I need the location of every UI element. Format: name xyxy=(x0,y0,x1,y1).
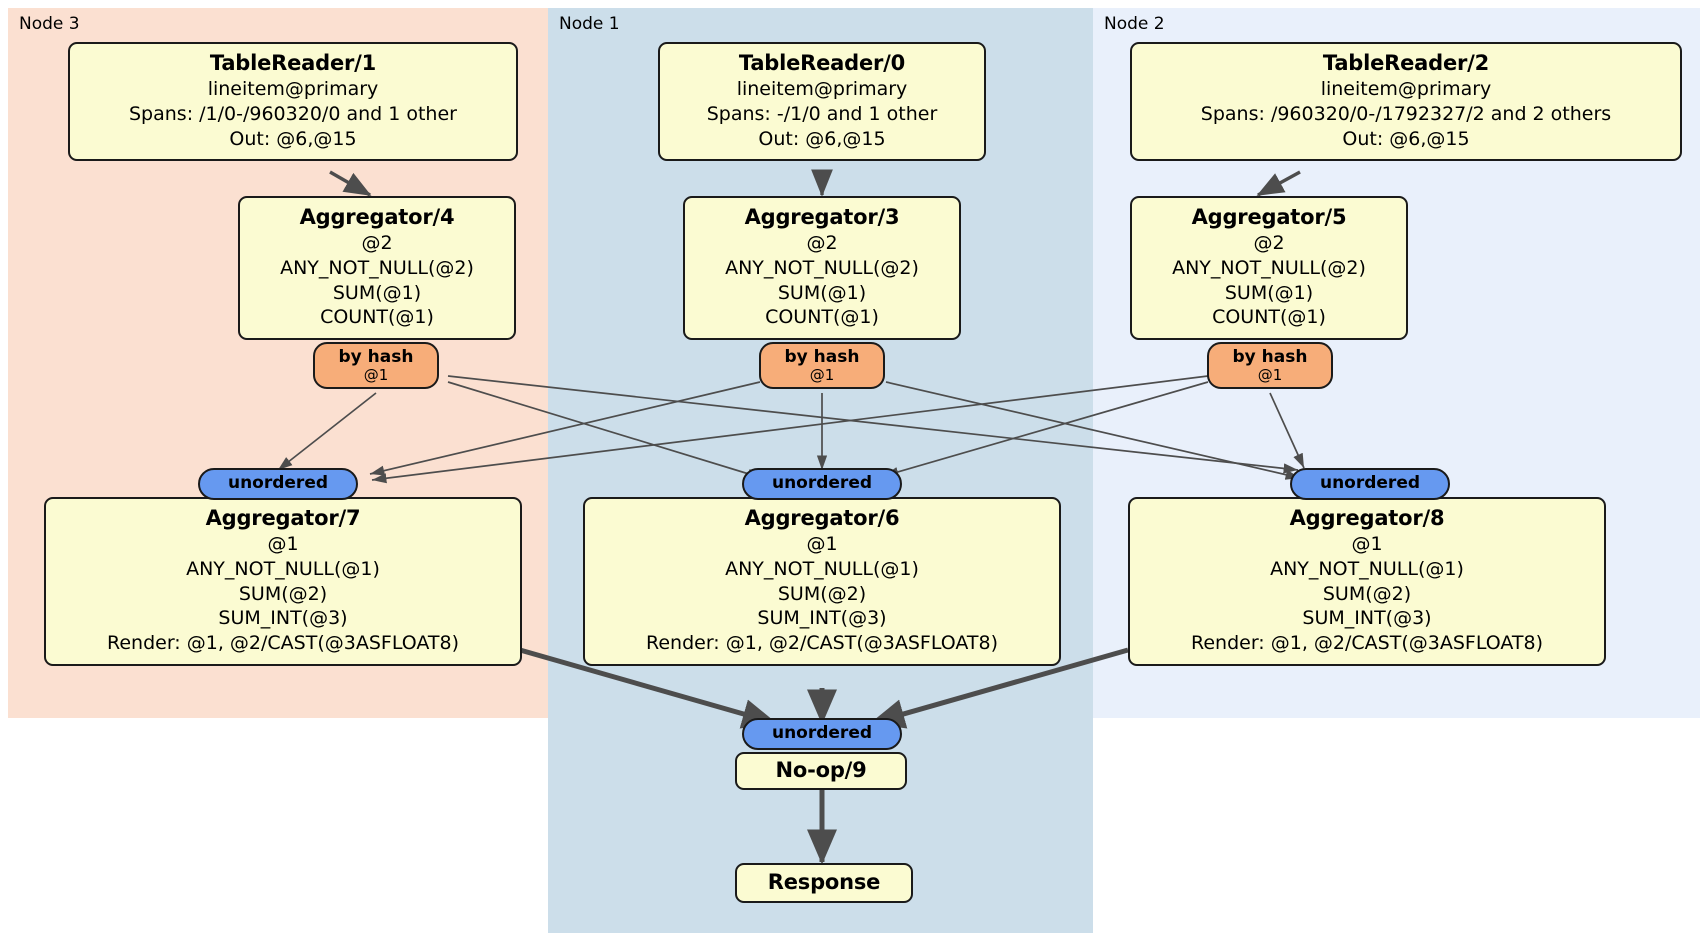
processor-detail-agg-3: SUM_INT(@3) xyxy=(218,607,348,630)
processor-detail-out: Out: @6,@15 xyxy=(758,127,886,150)
processor-title: Aggregator/7 xyxy=(205,506,361,530)
processor-detail-spans: Spans: /960320/0-/1792327/2 and 2 others xyxy=(1200,102,1612,125)
processor-detail-out: Out: @6,@15 xyxy=(229,127,357,150)
processor-detail-render: Render: @1, @2/CAST(@3ASFLOAT8) xyxy=(1191,632,1543,655)
processor-aggregator-4[interactable]: Aggregator/4 @2 ANY_NOT_NULL(@2) SUM(@1)… xyxy=(238,196,516,341)
processor-detail-agg-1: ANY_NOT_NULL(@1) xyxy=(186,557,380,580)
router-key: @1 xyxy=(363,366,389,385)
processor-detail-agg-3: COUNT(@1) xyxy=(320,306,434,329)
processor-detail-spans: Spans: -/1/0 and 1 other xyxy=(706,102,938,125)
processor-detail-agg-1: ANY_NOT_NULL(@2) xyxy=(280,256,474,279)
router-title: by hash xyxy=(784,347,860,367)
processor-detail-agg-1: ANY_NOT_NULL(@1) xyxy=(1270,557,1464,580)
processor-detail-agg-3: SUM_INT(@3) xyxy=(1302,607,1432,630)
processor-no-op-9[interactable]: No-op/9 xyxy=(735,752,907,790)
processor-tablereader-1[interactable]: TableReader/1 lineitem@primary Spans: /1… xyxy=(68,42,518,162)
processor-detail-agg-3: SUM_INT(@3) xyxy=(757,607,887,630)
processor-detail-agg-1: ANY_NOT_NULL(@2) xyxy=(725,256,919,279)
processor-aggregator-6[interactable]: Aggregator/6 @1 ANY_NOT_NULL(@1) SUM(@2)… xyxy=(583,497,1061,666)
router-title: by hash xyxy=(1232,347,1308,367)
processor-detail-agg-1: ANY_NOT_NULL(@2) xyxy=(1172,256,1366,279)
processor-detail-groupby: @1 xyxy=(267,533,299,556)
router-key: @1 xyxy=(1257,366,1283,385)
synchronizer-title: unordered xyxy=(771,473,873,493)
processor-detail-agg-3: COUNT(@1) xyxy=(765,306,879,329)
processor-aggregator-5[interactable]: Aggregator/5 @2 ANY_NOT_NULL(@2) SUM(@1)… xyxy=(1130,196,1408,341)
processor-title: TableReader/1 xyxy=(209,51,377,75)
processor-detail-out: Out: @6,@15 xyxy=(1342,127,1470,150)
node-region-label-node-3: Node 3 xyxy=(19,14,80,34)
router-by-hash-aggregator-4[interactable]: by hash @1 xyxy=(313,342,439,389)
processor-title: Aggregator/4 xyxy=(299,205,455,229)
processor-detail-groupby: @2 xyxy=(361,232,393,255)
processor-aggregator-3[interactable]: Aggregator/3 @2 ANY_NOT_NULL(@2) SUM(@1)… xyxy=(683,196,961,341)
processor-detail-agg-3: COUNT(@1) xyxy=(1212,306,1326,329)
processor-tablereader-0[interactable]: TableReader/0 lineitem@primary Spans: -/… xyxy=(658,42,986,162)
processor-title: TableReader/2 xyxy=(1322,51,1490,75)
synchronizer-title: unordered xyxy=(227,473,329,493)
processor-detail-agg-2: SUM(@2) xyxy=(238,582,328,605)
processor-title: Aggregator/6 xyxy=(744,506,900,530)
processor-detail-table: lineitem@primary xyxy=(207,78,379,101)
processor-detail-agg-2: SUM(@2) xyxy=(1322,582,1412,605)
processor-detail-agg-2: SUM(@1) xyxy=(1224,281,1314,304)
processor-detail-groupby: @2 xyxy=(806,232,838,255)
processor-tablereader-2[interactable]: TableReader/2 lineitem@primary Spans: /9… xyxy=(1130,42,1682,162)
synchronizer-title: unordered xyxy=(771,723,873,743)
processor-aggregator-8[interactable]: Aggregator/8 @1 ANY_NOT_NULL(@1) SUM(@2)… xyxy=(1128,497,1606,666)
processor-detail-spans: Spans: /1/0-/960320/0 and 1 other xyxy=(129,102,457,125)
processor-title: Response xyxy=(767,869,881,894)
processor-title: Aggregator/5 xyxy=(1191,205,1347,229)
synchronizer-unordered-noop-9[interactable]: unordered xyxy=(742,718,902,751)
processor-detail-agg-1: ANY_NOT_NULL(@1) xyxy=(725,557,919,580)
synchronizer-unordered-aggregator-6[interactable]: unordered xyxy=(742,468,902,501)
processor-detail-table: lineitem@primary xyxy=(736,78,908,101)
node-region-label-node-1: Node 1 xyxy=(559,14,620,34)
processor-aggregator-7[interactable]: Aggregator/7 @1 ANY_NOT_NULL(@1) SUM(@2)… xyxy=(44,497,522,666)
synchronizer-title: unordered xyxy=(1319,473,1421,493)
node-region-label-node-2: Node 2 xyxy=(1104,14,1165,34)
router-key: @1 xyxy=(809,366,835,385)
processor-detail-groupby: @1 xyxy=(1351,533,1383,556)
processor-detail-groupby: @2 xyxy=(1253,232,1285,255)
processor-title: Aggregator/8 xyxy=(1289,506,1445,530)
processor-title: No-op/9 xyxy=(775,757,867,782)
processor-detail-agg-2: SUM(@1) xyxy=(777,281,867,304)
processor-detail-table: lineitem@primary xyxy=(1320,78,1492,101)
processor-title: Aggregator/3 xyxy=(744,205,900,229)
router-by-hash-aggregator-3[interactable]: by hash @1 xyxy=(759,342,885,389)
synchronizer-unordered-aggregator-7[interactable]: unordered xyxy=(198,468,358,501)
router-title: by hash xyxy=(338,347,414,367)
processor-detail-render: Render: @1, @2/CAST(@3ASFLOAT8) xyxy=(646,632,998,655)
processor-detail-groupby: @1 xyxy=(806,533,838,556)
processor-response[interactable]: Response xyxy=(735,863,913,903)
processor-detail-render: Render: @1, @2/CAST(@3ASFLOAT8) xyxy=(107,632,459,655)
router-by-hash-aggregator-5[interactable]: by hash @1 xyxy=(1207,342,1333,389)
processor-detail-agg-2: SUM(@2) xyxy=(777,582,867,605)
synchronizer-unordered-aggregator-8[interactable]: unordered xyxy=(1290,468,1450,501)
processor-title: TableReader/0 xyxy=(738,51,906,75)
processor-detail-agg-2: SUM(@1) xyxy=(332,281,422,304)
